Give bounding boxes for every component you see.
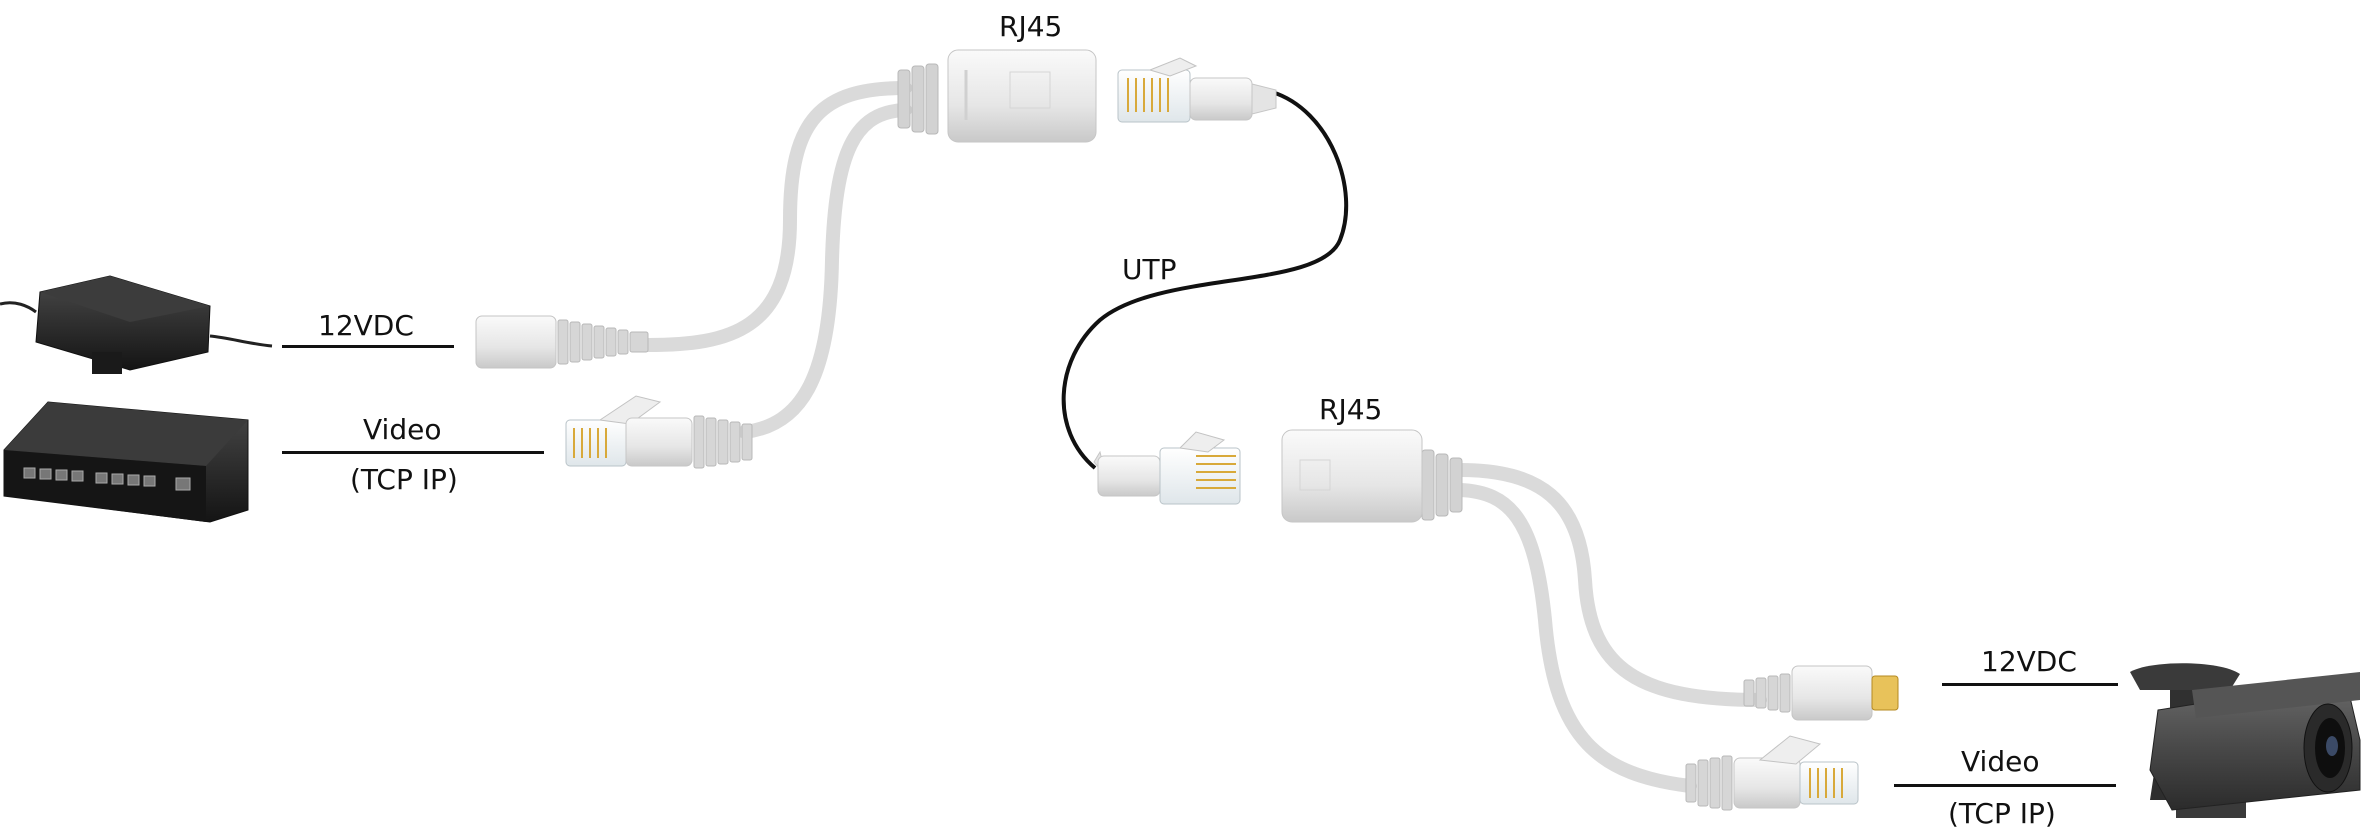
rj45-bottom-label: RJ45 — [1319, 393, 1383, 426]
utp-cable — [1061, 90, 1349, 470]
video-right-label: Video — [1961, 745, 2040, 778]
rj45-female-top — [947, 49, 1097, 143]
dc-male-right — [1743, 665, 1899, 721]
video-left-label: Video — [363, 413, 442, 446]
power-right-label: 12VDC — [1981, 645, 2077, 678]
power-left-line — [282, 345, 454, 348]
rj45-plug-right — [1685, 735, 1859, 811]
rj45-top-label: RJ45 — [999, 10, 1063, 43]
power-right-line — [1942, 683, 2118, 686]
dc-female-left — [475, 315, 649, 369]
power-left-label: 12VDC — [318, 309, 414, 342]
rj45-plug-bottom — [1093, 431, 1241, 505]
rj45-female-bottom — [1281, 429, 1423, 523]
network-switch-icon — [3, 401, 249, 523]
utp-label: UTP — [1122, 253, 1177, 286]
ip-camera-icon — [2130, 663, 2361, 818]
rj45-plug-left — [565, 395, 753, 469]
rj45-plug-top — [1117, 57, 1277, 123]
power-adapter-icon — [0, 275, 273, 374]
tcpip-left-label: (TCP IP) — [350, 463, 458, 496]
video-left-line — [282, 451, 544, 454]
top-splitter — [641, 49, 1097, 439]
video-right-line — [1894, 784, 2116, 787]
bottom-splitter — [1281, 429, 1767, 793]
tcpip-right-label: (TCP IP) — [1948, 797, 2056, 830]
